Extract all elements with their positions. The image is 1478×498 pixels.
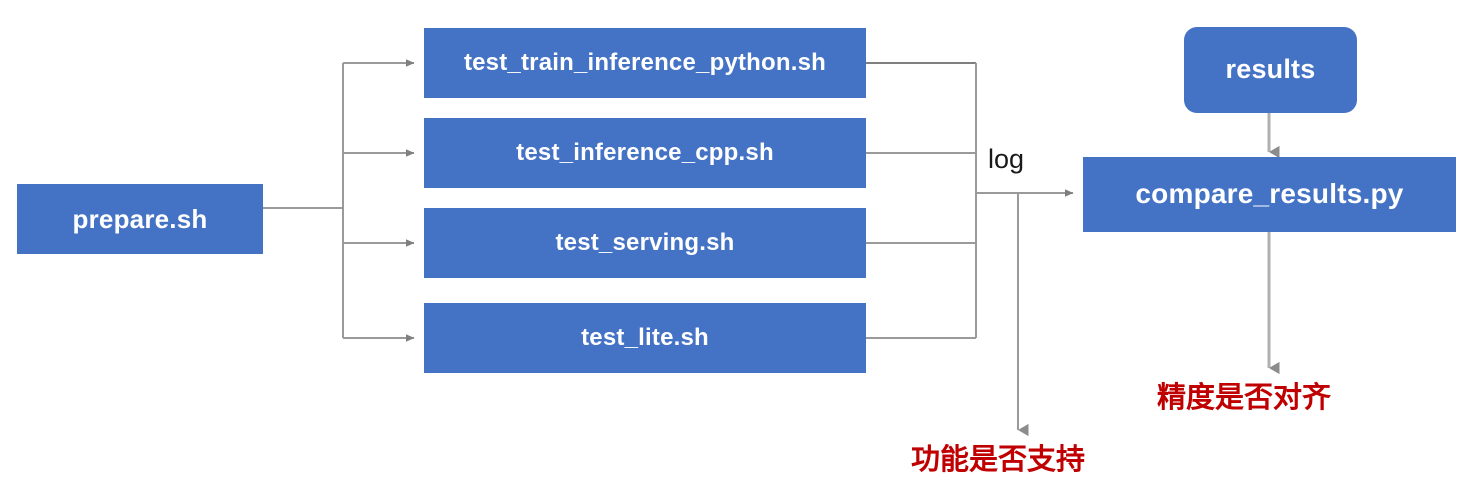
node-test-serving-sh[interactable]: test_serving.sh (424, 208, 866, 278)
node-compare-results-py[interactable]: compare_results.py (1083, 157, 1456, 232)
edge-label-log: log (988, 144, 1025, 174)
node-prepare-sh[interactable]: prepare.sh (17, 184, 263, 254)
node-test-lite-sh[interactable]: test_lite.sh (424, 303, 866, 373)
node-results[interactable]: results (1184, 27, 1357, 113)
node-test-train-inference-python-sh[interactable]: test_train_inference_python.sh (424, 28, 866, 98)
note-precision-aligned: 精度是否对齐 (1157, 382, 1332, 414)
note-function-supported: 功能是否支持 (911, 444, 1086, 476)
node-test-inference-cpp-sh[interactable]: test_inference_cpp.sh (424, 118, 866, 188)
